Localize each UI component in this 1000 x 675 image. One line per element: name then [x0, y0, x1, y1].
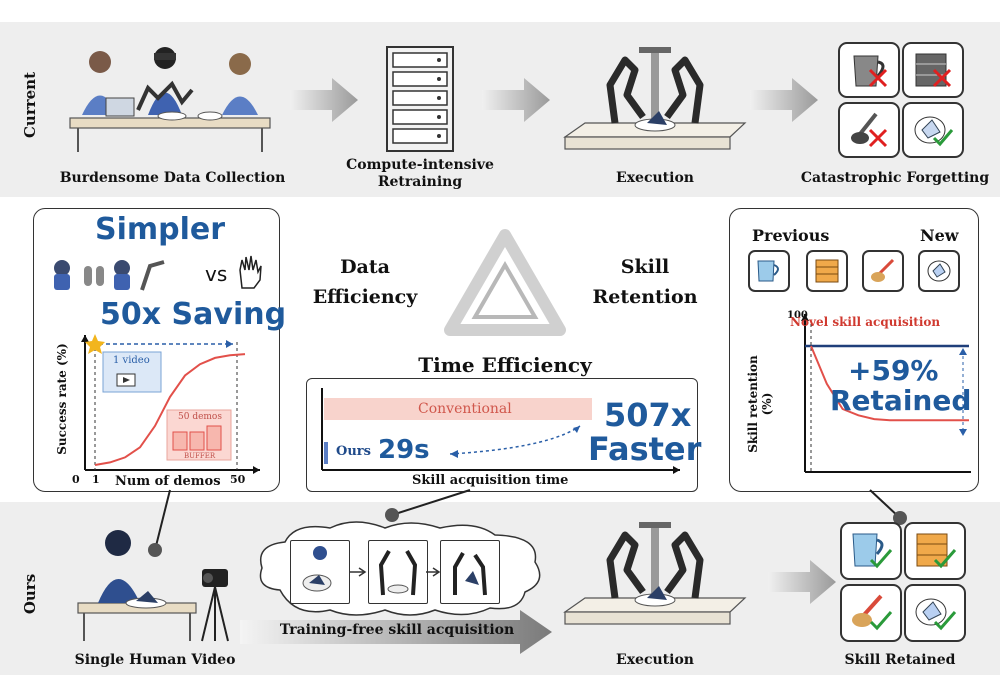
time-efficiency-panel	[306, 378, 698, 492]
previous-drawer-tile	[806, 250, 848, 292]
speedup-line2: Faster	[588, 430, 702, 468]
mug-icon	[757, 260, 779, 282]
server-rack-icon	[386, 46, 454, 152]
previous-brush-tile	[862, 250, 904, 292]
ours-time-value: 29s	[378, 435, 430, 465]
brush-icon	[851, 112, 888, 148]
forgotten-brush-tile	[838, 102, 900, 158]
ours-arrow	[768, 560, 836, 604]
time-efficiency-title: Time Efficiency	[418, 353, 592, 377]
video-frame-1	[290, 540, 350, 604]
video-label: 1 video	[113, 355, 150, 366]
saving-label: 50x Saving	[100, 297, 287, 332]
current-arrow-1	[290, 78, 358, 122]
triangle-logo-icon	[444, 229, 566, 336]
num-demos-xlabel: Num of demos	[115, 474, 221, 489]
new-label: New	[920, 226, 959, 245]
retained-mug-tile	[840, 522, 902, 580]
cloth-icon	[927, 260, 951, 282]
robot-execution-illustration	[563, 47, 747, 150]
success-rate-chart	[81, 334, 260, 474]
x-tick-50: 50	[230, 473, 246, 486]
forgetting-caption: Catastrophic Forgetting	[800, 170, 990, 186]
skill-retention-line1: Skill	[620, 256, 670, 278]
robot-frame-icon	[378, 550, 418, 596]
video-frame-3	[440, 540, 500, 604]
data-efficiency-line2: Efficiency	[312, 286, 418, 308]
cloth-icon	[914, 116, 954, 147]
retention-y-top: 100	[787, 310, 808, 321]
previous-mug-tile	[748, 250, 790, 292]
time-xlabel: Skill acquisition time	[412, 473, 569, 488]
retained-value: +59%	[848, 354, 939, 387]
training-free-caption: Training-free skill acquisition	[279, 622, 515, 638]
retained-cloth-tile	[904, 584, 966, 642]
demo-label: 50 demos	[178, 412, 222, 422]
robot-frame-icon	[453, 552, 487, 596]
mug-icon	[852, 533, 893, 569]
simpler-title: Simpler	[95, 212, 226, 247]
hand-icon	[239, 255, 262, 289]
drawer-icon	[915, 53, 952, 88]
brush-icon	[871, 258, 895, 282]
skill-retention-line2: Retention	[592, 286, 698, 308]
ours-time-label: Ours	[336, 444, 371, 459]
data-efficiency-line1: Data	[340, 256, 390, 278]
buffer-label: BUFFER	[184, 452, 216, 460]
execution-caption-ours: Execution	[616, 652, 694, 668]
robot-execution-illustration-ours	[563, 522, 747, 625]
training-free-arrow	[240, 610, 552, 654]
brush-icon	[852, 594, 893, 631]
retained-drawer-tile	[904, 522, 966, 580]
x-tick-0: 0	[72, 473, 80, 486]
retention-chart	[801, 314, 971, 473]
speedup-line1: 507x	[604, 396, 692, 434]
skill-retained-caption: Skill Retained	[844, 652, 956, 668]
current-arrow-3	[750, 78, 818, 122]
data-collection-caption: Burdensome Data Collection	[59, 170, 286, 186]
vr-headset-icon	[54, 260, 165, 291]
single-video-caption: Single Human Video	[74, 652, 236, 668]
mug-icon	[853, 55, 888, 88]
data-collection-illustration	[69, 47, 271, 152]
conventional-label: Conventional	[418, 401, 512, 417]
forgotten-mug-tile	[838, 42, 900, 98]
time-chart	[321, 388, 680, 474]
human-video-illustration	[77, 530, 229, 642]
frame-arrows	[350, 567, 441, 577]
new-cloth-tile	[918, 250, 960, 292]
retraining-caption-line1: Compute-intensive	[346, 157, 494, 173]
x-tick-1: 1	[92, 473, 100, 486]
execution-caption-current: Execution	[616, 170, 694, 186]
novel-skill-label: Novel skill acquisition	[790, 315, 941, 329]
retained-brush-tile	[840, 584, 902, 642]
human-frame-icon	[302, 546, 332, 592]
drawer-icon	[916, 533, 957, 569]
vs-label: vs	[205, 262, 228, 286]
retained-label: Retained	[830, 384, 972, 417]
current-arrow-2	[482, 78, 550, 122]
previous-label: Previous	[752, 226, 830, 245]
drawer-icon	[815, 259, 839, 283]
simpler-panel	[33, 208, 280, 492]
cloth-icon	[915, 598, 957, 631]
remembered-cloth-tile	[902, 102, 964, 158]
retraining-caption-line2: Retraining	[377, 174, 463, 190]
forgotten-drawer-tile	[902, 42, 964, 98]
